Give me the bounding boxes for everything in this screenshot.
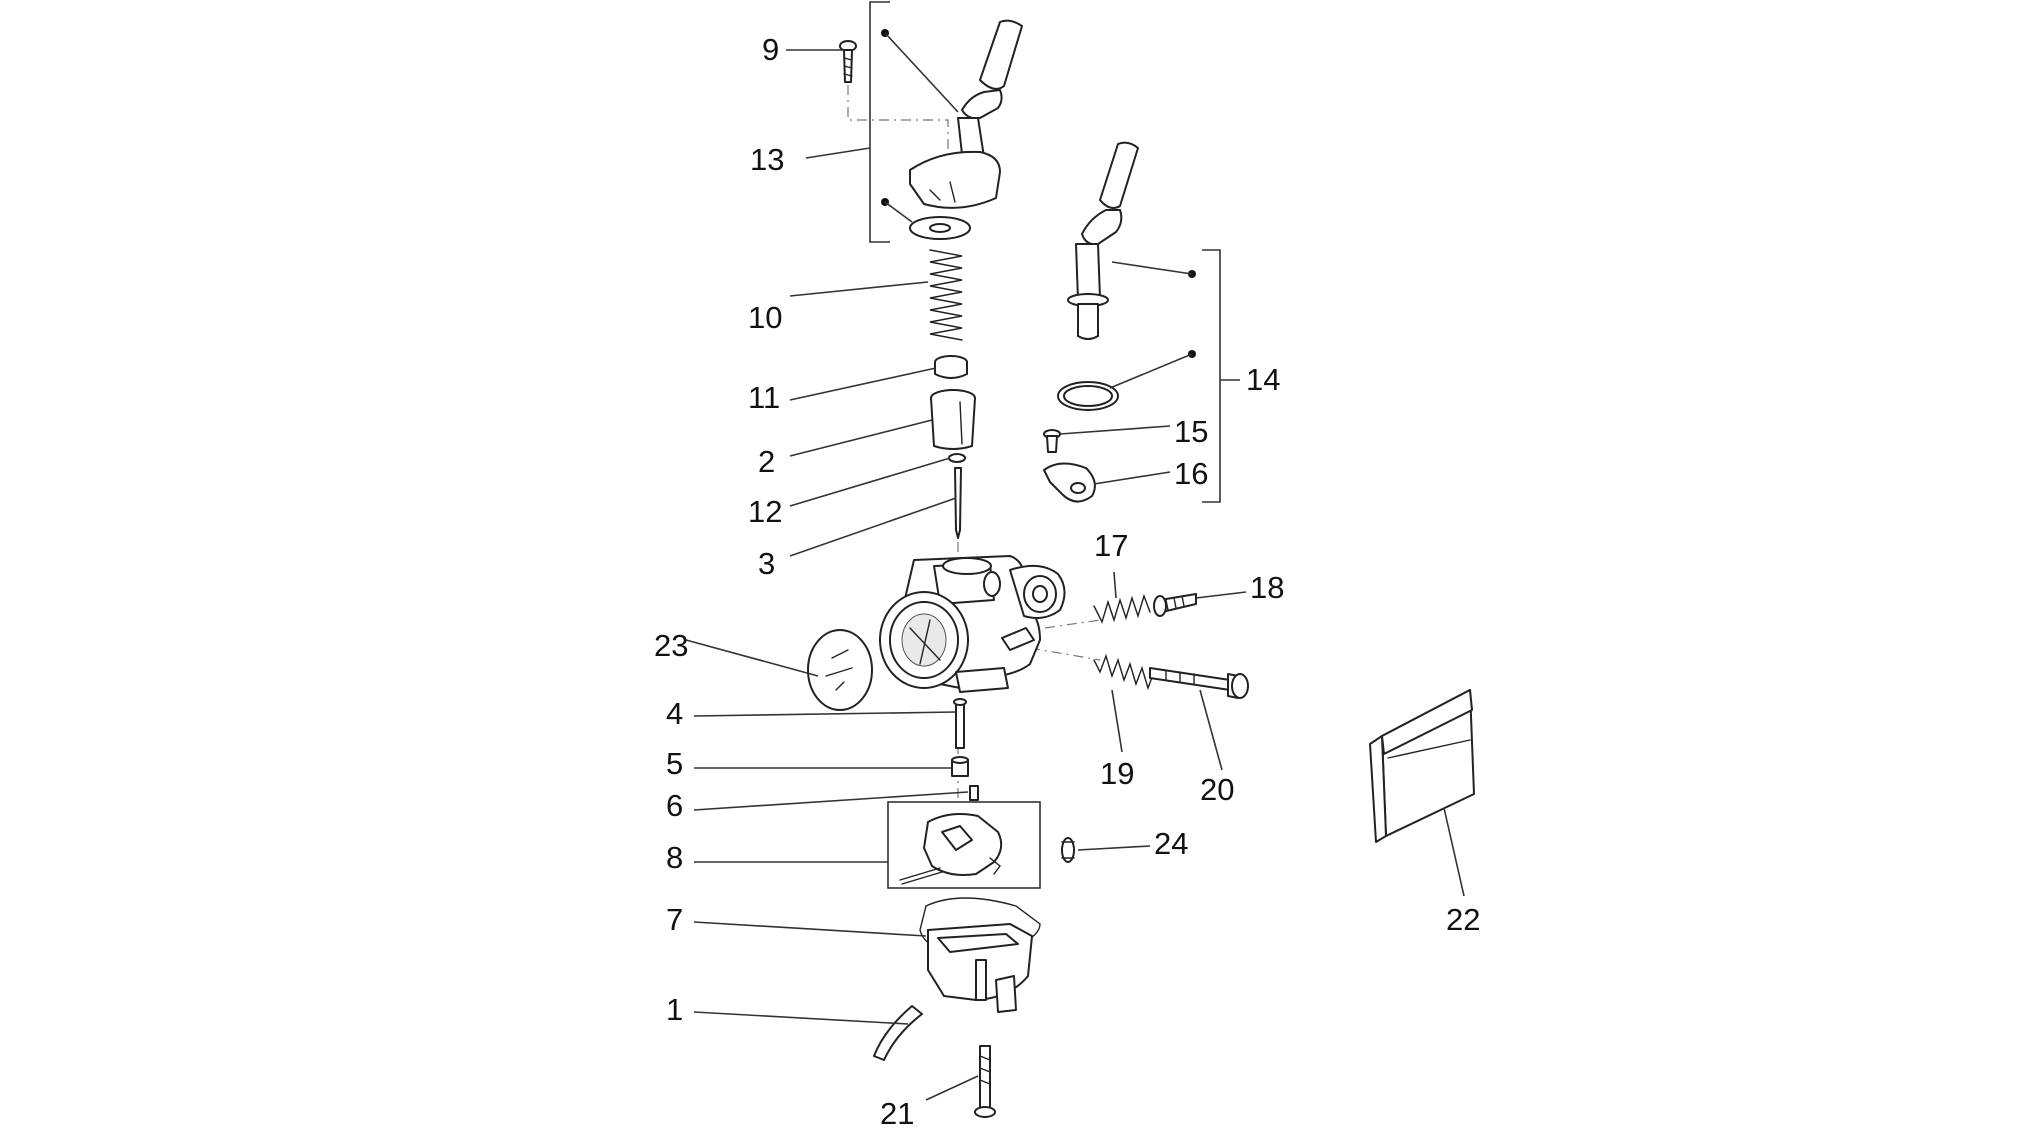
- label-12: 12: [748, 494, 782, 529]
- label-16: 16: [1174, 456, 1208, 491]
- label-8: 8: [666, 840, 683, 875]
- label-6: 6: [666, 788, 683, 823]
- label-17: 17: [1094, 528, 1128, 563]
- part-6-jet: [969, 785, 979, 801]
- part-14-choke-assembly: [1057, 141, 1139, 411]
- label-3: 3: [758, 546, 775, 581]
- part-1-hose: [873, 1005, 923, 1061]
- part-18-idle-screw: [1153, 593, 1197, 617]
- label-9: 9: [762, 32, 779, 67]
- label-22: 22: [1446, 902, 1480, 937]
- part-23-cover-plate: [807, 629, 873, 711]
- label-21: 21: [880, 1096, 914, 1131]
- label-10: 10: [748, 300, 782, 335]
- carburettor-body: [879, 555, 1066, 693]
- label-1: 1: [666, 992, 683, 1027]
- label-24: 24: [1154, 826, 1188, 861]
- part-15-screw: [1043, 429, 1061, 453]
- part-20-mixture-screw: [1149, 667, 1249, 699]
- label-20: 20: [1200, 772, 1234, 807]
- part-12-clip: [948, 453, 966, 463]
- part-9-screw: [839, 40, 857, 83]
- part-5-main-jet: [951, 756, 969, 777]
- part-24-plug: [1061, 837, 1075, 863]
- part-11-retainer: [934, 355, 968, 379]
- label-4: 4: [666, 696, 683, 731]
- part-3-needle: [954, 467, 962, 539]
- bracket-14: [1109, 249, 1240, 503]
- part-10-spring: [929, 249, 963, 341]
- part-17-spring: [1093, 593, 1151, 624]
- label-5: 5: [666, 746, 683, 781]
- label-11: 11: [748, 380, 780, 415]
- label-14: 14: [1246, 362, 1280, 397]
- label-13: 13: [750, 142, 784, 177]
- label-15: 15: [1174, 414, 1208, 449]
- part-16-bracket: [1043, 462, 1096, 503]
- part-13-top-cap-assembly: [909, 19, 1023, 240]
- label-19: 19: [1100, 756, 1134, 791]
- label-23: 23: [654, 628, 688, 663]
- label-2: 2: [758, 444, 775, 479]
- leader-lines: [685, 49, 1465, 1101]
- part-2-throttle-valve: [930, 389, 976, 450]
- label-18: 18: [1250, 570, 1284, 605]
- part-4-emulsion-tube: [953, 698, 967, 749]
- part-22-bag: [1369, 689, 1475, 843]
- label-7: 7: [666, 902, 683, 937]
- part-labels: 9 13 10 11 2 12 3 23 4 5 6 8 7 1 21 14 1…: [654, 32, 1480, 1131]
- bracket-13: [805, 1, 959, 243]
- part-21-drain-screw: [974, 1045, 996, 1118]
- part-7-float-bowl: [919, 897, 1041, 1013]
- part-8-float-group: [887, 801, 1041, 889]
- part-19-spring: [1093, 653, 1155, 691]
